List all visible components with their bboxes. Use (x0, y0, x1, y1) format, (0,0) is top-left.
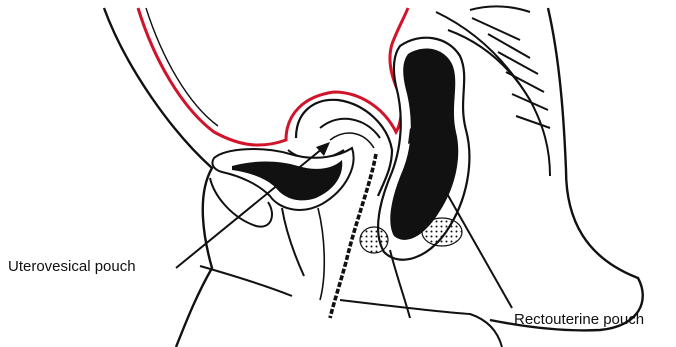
urethra (282, 208, 304, 276)
label-rectouterine-pouch: Rectouterine pouch (514, 311, 644, 328)
perineal-body-stipple (360, 227, 388, 253)
posterior-body-wall (490, 8, 643, 330)
bladder (212, 148, 353, 210)
pubic-outline (200, 266, 292, 296)
vaginal-wall (318, 208, 324, 300)
uterovesical-arrowhead (316, 142, 330, 156)
label-uterovesical-pouch: Uterovesical pouch (8, 258, 136, 275)
peritoneum-inner (146, 8, 218, 126)
perineum-outline (340, 300, 502, 347)
anal-sphincter-stipple (422, 218, 462, 246)
